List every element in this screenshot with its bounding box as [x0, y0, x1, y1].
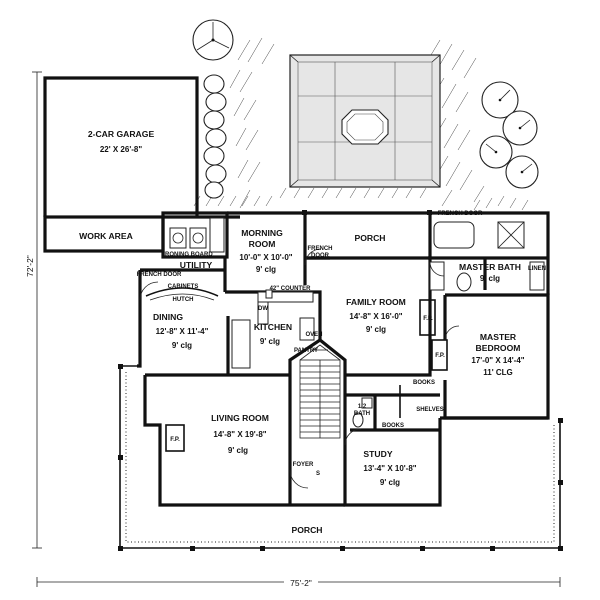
- books-upper-label: BOOKS: [413, 380, 435, 386]
- tree-left: [192, 19, 234, 61]
- room-labels: 2-CAR GARAGE 22' X 26'-8" WORK AREA MORN…: [79, 129, 546, 535]
- family-room-size: 14'-8" X 16'-0": [349, 312, 402, 321]
- kitchen-counters: [231, 289, 315, 369]
- counter-label: 42" COUNTER: [270, 286, 312, 292]
- family-fp-label: F.P.: [423, 316, 433, 322]
- kitchen-clg: 9' clg: [260, 337, 280, 346]
- bedroom-fp-label: F.P.: [435, 353, 445, 359]
- morning-room-clg: 9' clg: [256, 265, 276, 274]
- dining-bay: [145, 287, 219, 301]
- stair-sign: S: [316, 471, 320, 477]
- dining-clg: 9' clg: [172, 341, 192, 350]
- pantry-label: PANTRY: [294, 348, 318, 354]
- front-porch-name: PORCH: [291, 525, 322, 535]
- cabinets-label: CABINETS: [168, 284, 199, 290]
- shelves-label: SHELVES: [416, 407, 444, 413]
- study-size: 13'-4" X 10'-8": [363, 464, 416, 473]
- dining-size: 12'-8" X 11'-4": [156, 327, 209, 336]
- master-bedroom-name2: BEDROOM: [476, 343, 521, 353]
- half-bath-line2: BATH: [354, 411, 370, 417]
- books-lower-label: BOOKS: [382, 423, 404, 429]
- rear-porch-name: PORCH: [354, 233, 385, 243]
- walls: [43, 76, 550, 507]
- morning-room-name1: MORNING: [241, 228, 283, 238]
- utility-name: UTILITY: [180, 260, 213, 270]
- master-bath-name: MASTER BATH: [459, 262, 521, 272]
- master-bedroom-clg: 11' CLG: [483, 368, 512, 377]
- patio-octagon: [341, 109, 389, 145]
- garage-size: 22' X 26'-8": [100, 145, 142, 154]
- morning-room-name2: ROOM: [249, 239, 276, 249]
- half-bath-line1: 1/2: [358, 404, 367, 410]
- dw-label: DW: [258, 306, 268, 312]
- french-door-mid-2: DOOR: [311, 253, 330, 259]
- foyer-stairs: [299, 344, 341, 439]
- family-room-name: FAMILY ROOM: [346, 297, 406, 307]
- family-room-clg: 9' clg: [366, 325, 386, 334]
- living-fireplace: [165, 424, 185, 452]
- landscape: [192, 19, 539, 211]
- half-bath-fixtures: [352, 397, 373, 428]
- study-clg: 9' clg: [380, 478, 400, 487]
- rear-patio: [289, 54, 441, 188]
- utility-fixtures: [169, 217, 225, 253]
- ground-hatching: [193, 37, 529, 211]
- shrub-column: [203, 74, 227, 199]
- depth-dimension-label: 72'-2": [25, 255, 35, 277]
- oven-label: OVEN: [305, 332, 322, 338]
- living-fp-label: F.P.: [170, 437, 180, 443]
- door-swings: [139, 248, 460, 489]
- french-door-right: FRENCH DOOR: [438, 211, 483, 217]
- morning-room-size: 10'-0" X 10'-0": [239, 253, 292, 262]
- front-porch: [118, 364, 563, 551]
- linen-label: LINEN: [528, 266, 546, 272]
- living-room-name: LIVING ROOM: [211, 413, 269, 423]
- rear-porch-posts: [302, 210, 432, 215]
- master-bedroom-name1: MASTER: [480, 332, 517, 342]
- hutch-label: HUTCH: [173, 297, 194, 303]
- living-room-size: 14'-8" X 19'-8": [213, 430, 266, 439]
- master-bath-clg: 9' clg: [480, 274, 500, 283]
- width-dimension: [36, 576, 561, 588]
- master-bedroom-size: 17'-0" X 14'-4": [471, 356, 524, 365]
- width-dimension-label: 75'-2": [290, 578, 312, 588]
- living-room-clg: 9' clg: [228, 446, 248, 455]
- depth-dimension: [32, 71, 42, 549]
- french-door-mid-1: FRENCH: [308, 246, 333, 252]
- family-fireplace: [419, 299, 436, 336]
- tree-cluster-right: [479, 81, 539, 189]
- work-area-name: WORK AREA: [79, 231, 133, 241]
- dining-name: DINING: [153, 312, 183, 322]
- bedroom-fireplace: [431, 339, 448, 371]
- study-name: STUDY: [363, 449, 392, 459]
- foyer-label: FOYER: [293, 462, 314, 468]
- master-bath-fixtures: [429, 221, 545, 292]
- garage-name: 2-CAR GARAGE: [88, 129, 155, 139]
- kitchen-name: KITCHEN: [254, 322, 292, 332]
- french-door-left: FRENCH DOOR: [137, 272, 182, 278]
- ironing-board-label: IRONING BOARD: [163, 252, 213, 258]
